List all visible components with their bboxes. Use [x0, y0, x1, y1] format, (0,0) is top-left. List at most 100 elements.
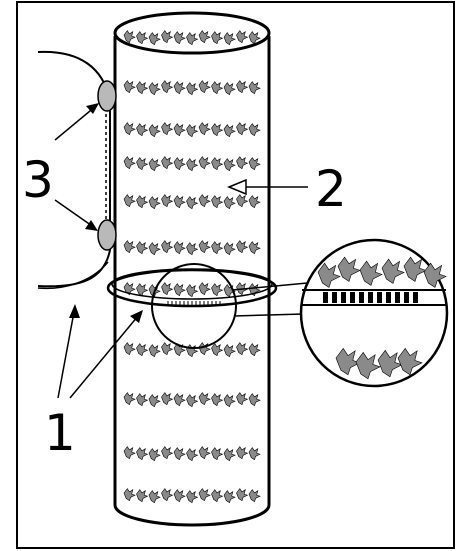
- leaf-cluster-icon: [161, 80, 174, 94]
- leaf-cluster-icon: [173, 195, 186, 209]
- leaf-cluster-icon: [186, 158, 199, 172]
- label-1: 1: [44, 404, 76, 462]
- leaf-cluster-icon: [148, 344, 161, 358]
- leaf-cluster-icon: [211, 489, 224, 503]
- arrow-1-left-shaft: [57, 311, 75, 399]
- leaf-cluster-icon: [161, 194, 174, 208]
- leaf-cluster-icon: [337, 256, 361, 282]
- leaf-cluster-icon: [211, 447, 224, 461]
- leaf-cluster-icon: [136, 489, 149, 503]
- leaf-cluster-icon: [173, 81, 186, 95]
- cylinder-top-ellipse: [113, 11, 271, 55]
- leaf-cluster-icon: [161, 488, 174, 502]
- ring-band-inner: [111, 268, 273, 300]
- leaf-cluster-icon: [223, 242, 236, 256]
- leaf-cluster-icon: [211, 81, 224, 95]
- leaf-cluster-icon: [359, 260, 383, 286]
- ring-band-hatch: [167, 301, 221, 306]
- leaf-cluster-icon: [136, 343, 149, 357]
- leaf-cluster-icon: [186, 448, 199, 462]
- leaf-cluster-icon: [136, 123, 149, 137]
- diagram-border: [16, 1, 455, 549]
- leaf-cluster-icon: [136, 81, 149, 95]
- leaf-cluster-icon: [403, 256, 427, 282]
- arrow-1-right-shaft: [69, 315, 139, 399]
- leaf-cluster-icon: [223, 32, 236, 46]
- leaf-cluster-icon: [186, 196, 199, 210]
- leaf-cluster-icon: [186, 284, 199, 298]
- magnified-cells-bottom: [335, 347, 423, 380]
- magnified-cells-top: [317, 256, 447, 288]
- leaf-cluster-icon: [223, 158, 236, 172]
- leaf-cluster-icon: [161, 392, 174, 406]
- arrow-1-right-head: [130, 310, 143, 323]
- leaf-cluster-icon: [136, 447, 149, 461]
- leaf-cluster-icon: [248, 31, 261, 45]
- leaf-cluster-icon: [161, 282, 174, 296]
- leaf-cluster-icon: [223, 490, 236, 504]
- leaf-cluster-icon: [248, 447, 261, 461]
- leaf-cluster-icon: [186, 124, 199, 138]
- leaf-cluster-icon: [211, 241, 224, 255]
- leaf-cluster-icon: [148, 82, 161, 96]
- leaf-cluster-icon: [148, 196, 161, 210]
- leaf-cluster-icon: [148, 158, 161, 172]
- leaf-cluster-icon: [123, 194, 136, 208]
- leaf-cluster-icon: [148, 394, 161, 408]
- leaf-cluster-icon: [223, 448, 236, 462]
- leaf-cluster-icon: [355, 351, 381, 380]
- leaf-cluster-icon: [123, 446, 136, 460]
- leaf-cluster-icon: [173, 283, 186, 297]
- leaf-cluster-icon: [248, 195, 261, 209]
- leaf-cluster-icon: [173, 31, 186, 45]
- leaf-cluster-icon: [173, 157, 186, 171]
- leaf-cluster-icon: [123, 392, 136, 406]
- leaf-cluster-icon: [317, 262, 341, 288]
- arrow-1-left-head: [69, 304, 80, 318]
- leaf-cluster-icon: [198, 282, 211, 296]
- magnified-band-hatch: [323, 292, 418, 303]
- leaf-cluster-icon: [173, 123, 186, 137]
- leaf-cluster-icon: [186, 242, 199, 256]
- arrow-3-lower-shaft: [54, 199, 96, 229]
- leaf-cluster-icon: [211, 343, 224, 357]
- leaf-cluster-icon: [186, 82, 199, 96]
- leaf-cluster-icon: [136, 393, 149, 407]
- leaf-cluster-icon: [161, 446, 174, 460]
- arrow-3-upper-shaft: [54, 105, 97, 141]
- arrow-2-head: [227, 178, 247, 196]
- leaf-cluster-icon: [173, 489, 186, 503]
- leaf-cluster-icon: [248, 157, 261, 171]
- leaf-cluster-icon: [236, 80, 249, 94]
- leaf-cluster-icon: [211, 157, 224, 171]
- leaf-cluster-icon: [161, 122, 174, 136]
- leaf-cluster-icon: [236, 240, 249, 254]
- leaf-cluster-icon: [248, 283, 261, 297]
- leaf-cluster-icon: [136, 157, 149, 171]
- leaf-cluster-icon: [173, 393, 186, 407]
- label-2: 2: [315, 160, 347, 218]
- leaf-cluster-icon: [123, 122, 136, 136]
- leaf-cluster-icon: [123, 156, 136, 170]
- leaf-cluster-icon: [223, 82, 236, 96]
- leaf-cluster-icon: [173, 447, 186, 461]
- leaf-cluster-icon: [198, 392, 211, 406]
- leaf-cluster-icon: [186, 32, 199, 46]
- magnifier-connector-top: [231, 281, 319, 291]
- leaf-cluster-icon: [236, 156, 249, 170]
- leaf-cluster-icon: [198, 122, 211, 136]
- leaf-cluster-icon: [236, 342, 249, 356]
- leaf-cluster-icon: [236, 392, 249, 406]
- leaf-cluster-icon: [248, 241, 261, 255]
- label-3: 3: [22, 151, 54, 209]
- leaf-cluster-icon: [123, 342, 136, 356]
- leaf-cluster-icon: [223, 124, 236, 138]
- leaf-cluster-icon: [161, 342, 174, 356]
- leaf-cluster-icon: [198, 194, 211, 208]
- leaf-cluster-icon: [136, 31, 149, 45]
- leaf-cluster-icon: [123, 240, 136, 254]
- leaf-cluster-icon: [123, 80, 136, 94]
- leaf-cluster-icon: [236, 30, 249, 44]
- left-cup-lower-edge: [37, 261, 109, 290]
